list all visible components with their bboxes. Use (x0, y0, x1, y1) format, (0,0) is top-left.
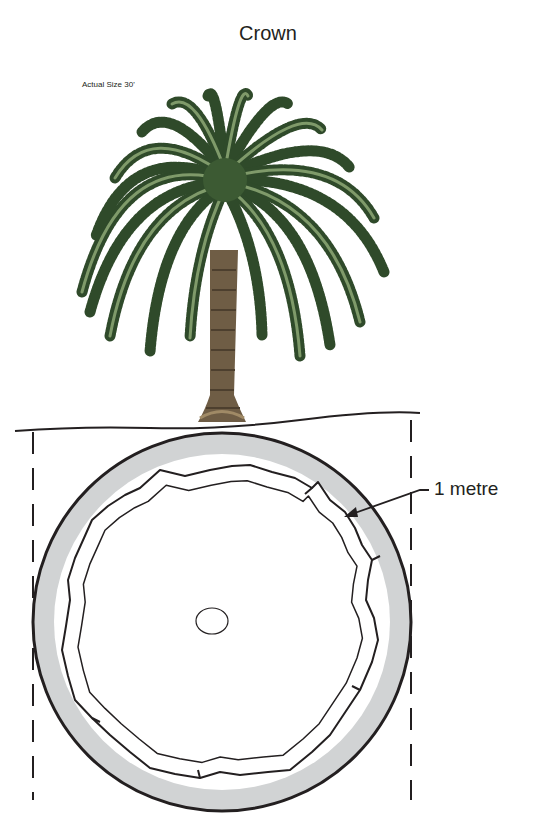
root-ball-inner-outline (78, 481, 362, 763)
palm-fronds (82, 94, 384, 356)
root-ball-outline (62, 465, 378, 778)
trunk-section (196, 608, 228, 634)
ground-line (15, 412, 420, 431)
leader-line (352, 490, 429, 514)
leader-arrowhead (344, 507, 358, 517)
root-ticks (92, 488, 380, 778)
dimension-label: 1 metre (434, 478, 498, 500)
photo-ground (65, 75, 385, 425)
palm-trunk (198, 250, 246, 422)
root-zone-inner (54, 454, 390, 790)
root-zone-ring (33, 433, 411, 811)
part-label: Crown (239, 22, 297, 45)
photo-note: Actual Size 30' (80, 80, 137, 89)
